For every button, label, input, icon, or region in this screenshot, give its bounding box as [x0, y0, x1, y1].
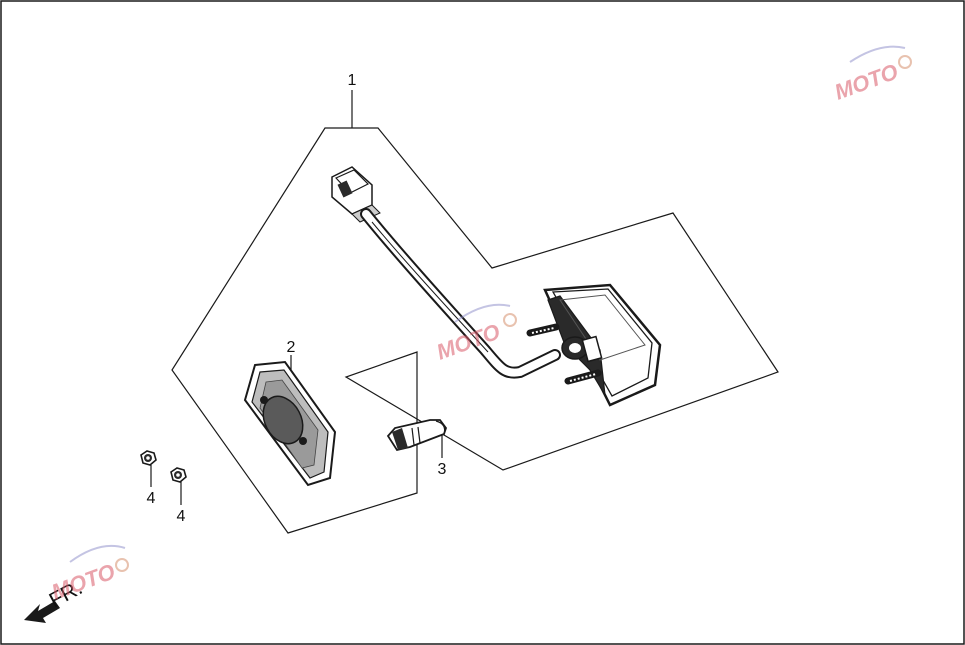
wire-connector — [331, 166, 381, 223]
front-arrow-icon — [24, 601, 60, 623]
callout-part-4a: 4 — [147, 490, 156, 507]
license-light-lens — [243, 360, 337, 487]
nut-right — [170, 467, 187, 483]
callout-part-3: 3 — [438, 461, 447, 478]
tail-light-housing — [526, 283, 662, 407]
callout-part-1: 1 — [348, 72, 357, 89]
callout-part-2: 2 — [287, 339, 296, 356]
callout-part-4b: 4 — [177, 508, 186, 525]
svg-text:MOTO: MOTO — [831, 59, 901, 105]
watermark-logo-bottom: MOTO — [48, 544, 129, 605]
nut-left — [140, 450, 157, 466]
bulb — [386, 419, 448, 452]
tail-light-assembly — [331, 166, 662, 407]
watermark-logo-top: MOTO — [831, 45, 912, 105]
